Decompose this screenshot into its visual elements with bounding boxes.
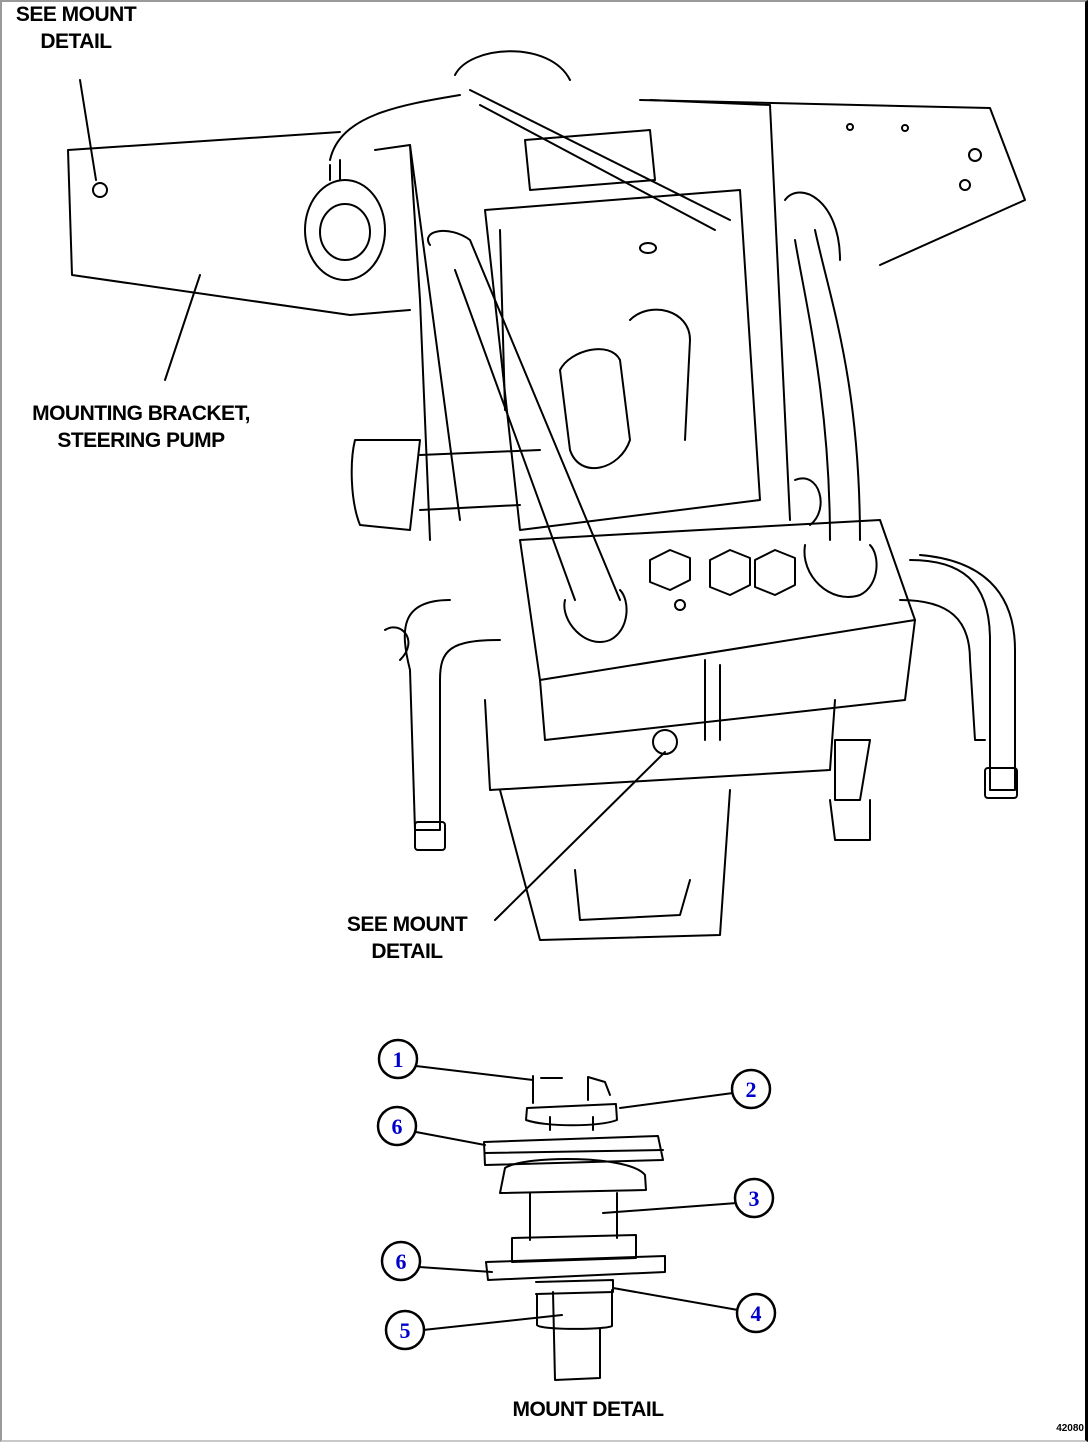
upper-isolator — [483, 1135, 664, 1166]
callout-5[interactable] — [384, 1309, 426, 1351]
label-line: DETAIL — [40, 30, 112, 53]
mount-nut — [536, 1289, 613, 1330]
leader-mounting-bracket — [164, 274, 201, 381]
label-line: SEE MOUNT — [346, 913, 468, 936]
washer-upper — [525, 1103, 618, 1127]
label-line: STEERING PUMP — [57, 429, 225, 452]
label-see-mount-detail-top: SEE MOUNT DETAIL — [4, 1, 148, 55]
lower-housing — [499, 659, 871, 941]
pump-body — [374, 99, 791, 541]
label-line: MOUNTING BRACKET, — [32, 402, 250, 425]
lower-isolator — [485, 1255, 666, 1281]
label-mounting-bracket: MOUNTING BRACKET, STEERING PUMP — [8, 400, 274, 454]
mount-sleeve — [529, 1192, 618, 1241]
figure-id: 42080 — [1056, 1423, 1084, 1434]
callout-1[interactable] — [377, 1038, 419, 1080]
callout-6-upper[interactable] — [376, 1105, 418, 1147]
manifold-block — [484, 519, 916, 791]
callout-6-lower[interactable] — [380, 1240, 422, 1282]
hose-loops — [427, 191, 861, 601]
callout-3[interactable] — [733, 1177, 775, 1219]
washer-lower — [535, 1279, 614, 1295]
leader-see-mount-mid — [494, 751, 666, 921]
callout-3-number: 3 — [749, 1186, 760, 1211]
cushion-dome — [499, 1157, 647, 1194]
bolt-head — [532, 1075, 611, 1104]
callout-1-number: 1 — [393, 1047, 404, 1072]
mounting-bracket-plate — [67, 99, 1026, 316]
side-tubes — [384, 554, 1018, 851]
label-line: DETAIL — [371, 940, 443, 963]
top-hose-assembly — [304, 50, 731, 281]
mount-detail-title: MOUNT DETAIL — [512, 1398, 664, 1421]
side-brackets — [350, 439, 822, 531]
leader-see-mount-top — [79, 79, 97, 181]
label-line: SEE MOUNT — [15, 3, 137, 26]
callout-2[interactable] — [730, 1068, 772, 1110]
callout-6-upper-number: 6 — [392, 1114, 403, 1139]
callout-6-lower-number: 6 — [396, 1249, 407, 1274]
callout-4-number: 4 — [751, 1301, 762, 1326]
label-see-mount-detail-mid: SEE MOUNT DETAIL — [334, 911, 480, 965]
callout-2-number: 2 — [746, 1077, 757, 1102]
callout-4[interactable] — [735, 1292, 777, 1334]
mount-detail-illustration — [415, 1065, 739, 1381]
callout-5-number: 5 — [400, 1318, 411, 1343]
